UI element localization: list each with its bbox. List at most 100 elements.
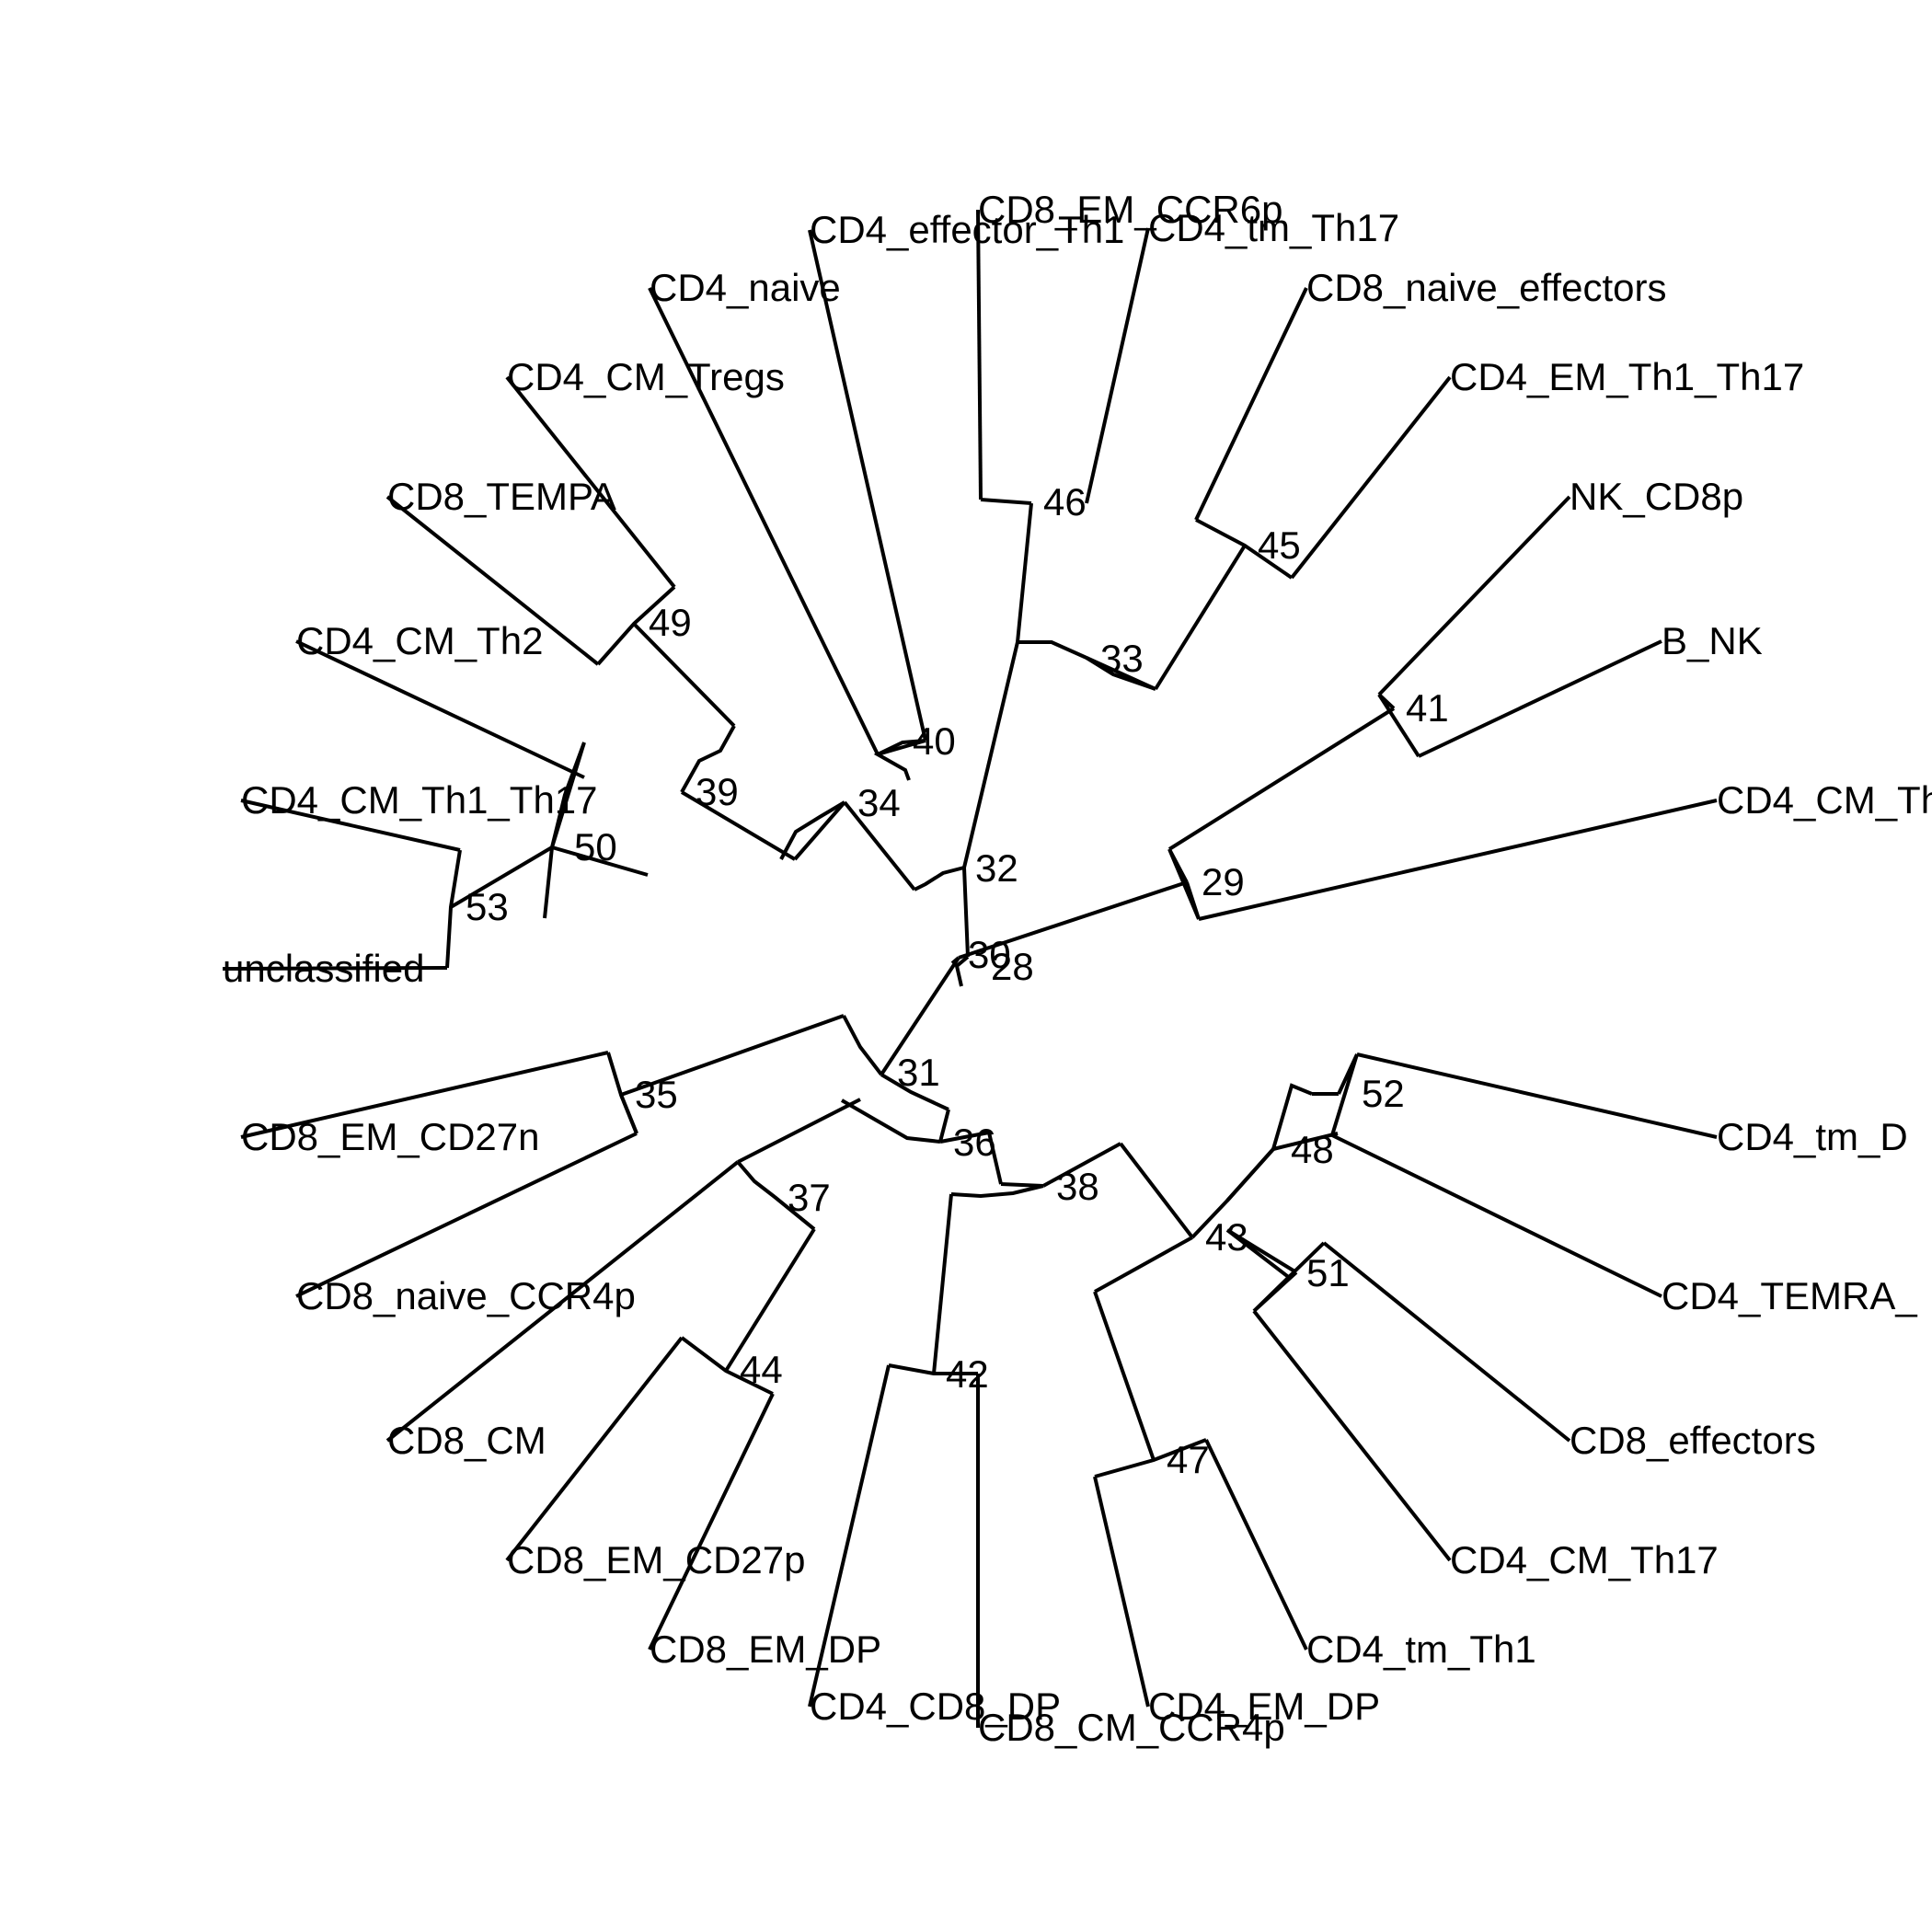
tip-branch-4 (1290, 375, 1452, 580)
tip-label: CD4_CD8_DP (810, 1685, 1061, 1728)
tip-label: CD8_EM_DP (650, 1627, 881, 1671)
tip-branch-14 (222, 966, 448, 971)
internal-node-label: 34 (857, 781, 901, 824)
tip-label: CD4_TEMRA_ (1662, 1274, 1917, 1317)
internal-branch (793, 800, 846, 861)
tip-branch-2 (1418, 639, 1662, 758)
internal-branch (551, 845, 649, 877)
internal-branch (620, 1014, 845, 1097)
internal-node-label: 47 (1167, 1438, 1210, 1481)
tip-label: CD8_EM_CD27n (241, 1115, 539, 1158)
tip-label: CD8_TEMPA (387, 475, 616, 518)
internal-node-label: 42 (946, 1352, 989, 1396)
tip-branch-16 (295, 1132, 638, 1298)
internal-branch (1086, 656, 1156, 691)
node-47-arc (1094, 1438, 1207, 1478)
node-50-arc (543, 742, 586, 919)
node-31-arc (842, 1015, 949, 1111)
internal-branch (880, 956, 960, 1076)
internal-node-label: 45 (1258, 523, 1301, 567)
internal-node-label: 41 (1406, 686, 1449, 730)
tip-branch-15 (240, 1051, 609, 1139)
node-42-arc (888, 1363, 978, 1375)
internal-node-label: 51 (1306, 1251, 1350, 1294)
internal-node-label: 50 (574, 825, 617, 868)
tip-branch-1 (1198, 799, 1718, 921)
internal-node-label: 52 (1362, 1072, 1405, 1115)
internal-branch (843, 800, 916, 891)
node-38-arc (950, 1184, 1044, 1199)
node-49-arc (596, 585, 676, 666)
internal-node-label: 48 (1291, 1128, 1334, 1171)
internal-node-label: 31 (897, 1051, 940, 1094)
node-53-arc (445, 849, 462, 969)
tip-branch-10 (505, 375, 676, 589)
tip-label: CD8_CM (387, 1419, 546, 1462)
internal-branch (1119, 1142, 1194, 1239)
internal-branch (962, 641, 1019, 868)
tip-branch-25 (1322, 1241, 1571, 1443)
tip-label: CD8_EM_CD27p (507, 1538, 805, 1581)
node-36-arc (840, 1098, 1003, 1185)
internal-branch (1225, 1228, 1298, 1274)
tip-label: CD4_EM_DP (1148, 1685, 1380, 1728)
internal-branch (632, 622, 736, 728)
tip-label: CD8_EM_CCR6p (978, 188, 1282, 231)
internal-node-label: 46 (1043, 480, 1087, 523)
tip-label: CD8_CM_CCR4p (978, 1706, 1285, 1749)
internal-branch (938, 1109, 950, 1143)
tip-branch-26 (1331, 1133, 1662, 1298)
internal-node-label: 44 (740, 1348, 783, 1391)
tip-branch-9 (648, 287, 880, 755)
dendrogram-edges (222, 209, 1718, 1728)
tip-branch-22 (1093, 1476, 1150, 1708)
internal-branch (1167, 707, 1396, 851)
internal-branch (1094, 1236, 1193, 1294)
tip-branch-17 (385, 1160, 740, 1443)
internal-node-label: 33 (1100, 637, 1144, 680)
tip-branch-6 (1085, 227, 1150, 504)
internal-node-label: 29 (1202, 860, 1245, 903)
node-46-arc (980, 498, 1032, 505)
internal-node-label: 53 (466, 885, 509, 928)
tip-label: CD4_CM_Th2 (296, 619, 543, 662)
tip-branch-11 (385, 495, 600, 666)
tip-label: CD4_CM_Th1_Th17 (241, 778, 598, 822)
internal-branch (773, 1195, 816, 1231)
tip-branch-3 (1377, 495, 1571, 696)
internal-node-label: 43 (1205, 1215, 1248, 1259)
internal-branch (877, 739, 926, 756)
internal-branch (1093, 1291, 1156, 1461)
internal-node-label: 32 (975, 846, 1018, 890)
internal-branch (724, 1227, 816, 1373)
tip-branch-27 (1356, 1052, 1718, 1139)
internal-branch (1016, 502, 1033, 643)
internal-branch (932, 1193, 953, 1374)
tip-label: unclassified (223, 947, 424, 990)
tip-branch-19 (648, 1393, 775, 1650)
tip-branch-24 (1252, 1309, 1452, 1562)
internal-node-label: 36 (953, 1121, 996, 1164)
tip-branch-13 (240, 799, 461, 852)
tip-labels: CD4_CM_Th1B_NKNK_CD8pCD4_EM_Th1_Th17CD8_… (223, 188, 1932, 1749)
tip-branch-18 (505, 1336, 684, 1562)
tip-label: CD4_CM_Th17 (1450, 1538, 1719, 1581)
tip-label: CD4_tm_Th17 (1148, 206, 1399, 249)
tip-label: CD4_naive (650, 266, 841, 309)
node-44-arc (680, 1336, 774, 1396)
node-34-arc (779, 800, 846, 860)
tip-branch-7 (976, 209, 983, 500)
internal-node-label: 49 (649, 601, 692, 644)
tip-label: CD4_tm_Th1 (1306, 1627, 1536, 1671)
internal-node-label: 28 (991, 945, 1034, 988)
tip-label: CD8_naive_effectors (1306, 266, 1666, 309)
node-48-arc (1271, 1083, 1339, 1151)
tip-label: CD4_effector_Th1 (810, 208, 1124, 251)
tip-label: CD4_tm_D (1717, 1115, 1908, 1158)
tip-label: CD4_CM_Th1 (1717, 778, 1932, 822)
internal-branch (619, 1094, 638, 1134)
tip-label: CD4_CM_Tregs (507, 355, 785, 398)
tip-label: CD4_EM_Th1_Th17 (1450, 355, 1804, 398)
